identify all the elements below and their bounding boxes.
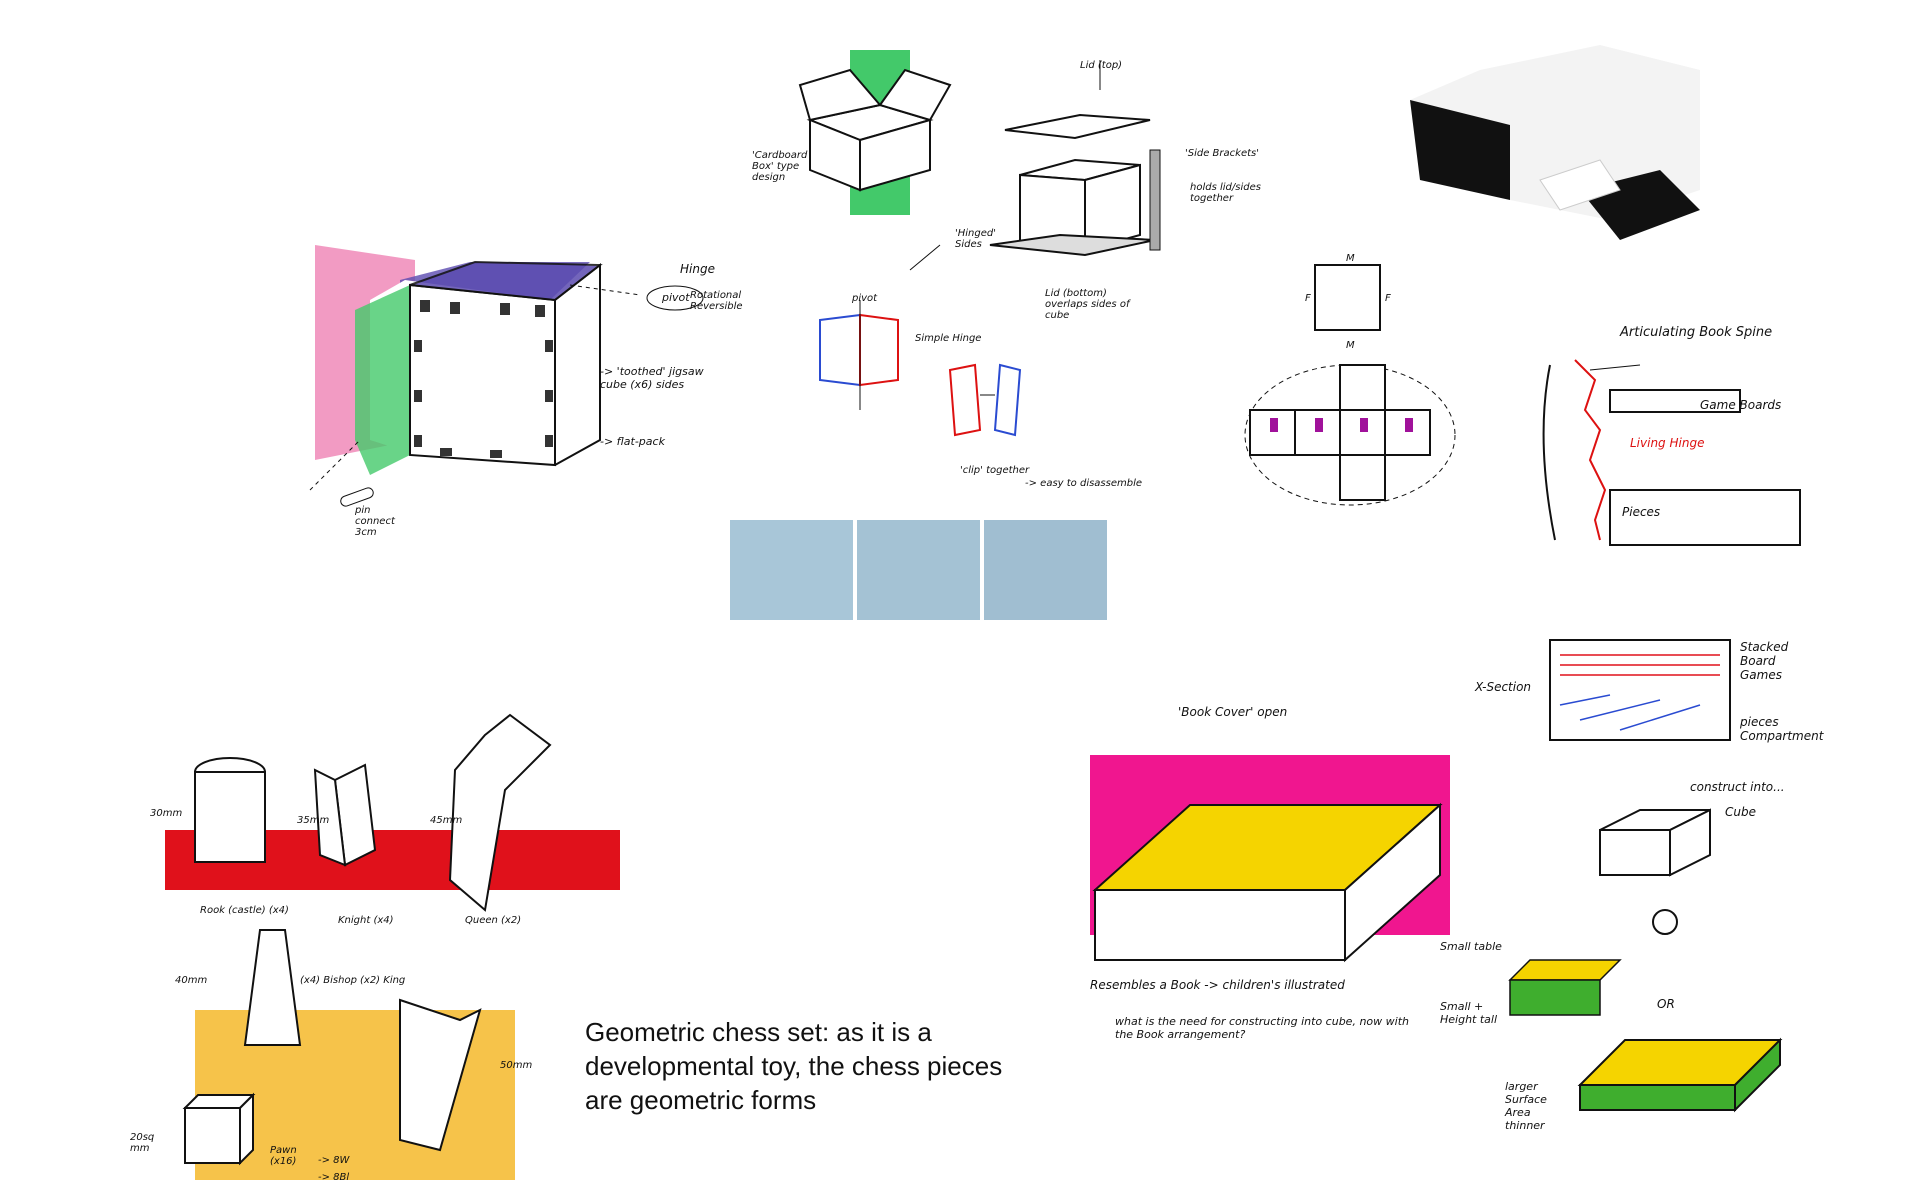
label-pawn: Pawn (x16) xyxy=(270,1145,297,1167)
label-easy-disassemble: -> easy to disassemble xyxy=(1025,478,1143,489)
label-40mm: 40mm xyxy=(175,975,208,986)
label-simple-hinge: Simple Hinge xyxy=(915,333,982,344)
chess-pieces-drawing xyxy=(165,713,620,1180)
label-stacked-board-games: Stacked Board Games xyxy=(1740,640,1789,682)
cube-net-sketch xyxy=(1240,250,1460,520)
label-net-m-bottom: M xyxy=(1346,340,1355,351)
label-50mm: 50mm xyxy=(500,1060,533,1071)
label-construct-into: construct into... xyxy=(1690,780,1785,794)
label-clip-together: 'clip' together xyxy=(960,465,1030,476)
label-bishop: (x4) Bishop xyxy=(300,975,357,986)
label-lid-top: Lid (top) xyxy=(1080,60,1123,71)
chess-pieces-sketch xyxy=(160,710,640,1190)
open-cube-photo xyxy=(1400,30,1720,260)
label-cardboard-box: 'Cardboard Box' type design xyxy=(752,150,808,183)
label-living-hinge: Living Hinge xyxy=(1630,436,1705,450)
label-pieces: Pieces xyxy=(1622,505,1661,519)
label-queen: Queen (x2) xyxy=(465,915,522,926)
label-pieces-compartment: pieces Compartment xyxy=(1740,715,1824,743)
book-concept-drawing xyxy=(1090,639,1783,1113)
label-articulating-spine: Articulating Book Spine xyxy=(1620,325,1773,340)
cube-net-drawing xyxy=(1244,264,1456,506)
book-spine-sketch xyxy=(1530,320,1810,550)
box-hinge-sketch xyxy=(730,40,1200,620)
hinge-photo-2 xyxy=(857,520,980,620)
hinge-photo-3 xyxy=(984,520,1107,620)
label-knight: Knight (x4) xyxy=(338,915,394,926)
label-king: (x2) King xyxy=(360,975,406,986)
label-resembles-book: Resembles a Book -> children's illustrat… xyxy=(1090,978,1345,992)
label-45mm: 45mm xyxy=(430,815,463,826)
label-net-m-top: M xyxy=(1346,253,1355,264)
label-side-brackets: 'Side Brackets' xyxy=(1185,148,1259,159)
label-small-table: Small table xyxy=(1440,940,1502,953)
label-game-boards: Game Boards xyxy=(1700,398,1782,412)
label-book-cover-open: 'Book Cover' open xyxy=(1178,705,1288,719)
hinge-photo-1 xyxy=(730,520,853,620)
label-net-f-left: F xyxy=(1305,293,1311,304)
label-or: OR xyxy=(1657,997,1675,1011)
jigsaw-cube-drawing xyxy=(309,245,704,507)
label-rotational: Rotational Reversible xyxy=(690,290,743,312)
label-holds-lid: holds lid/sides together xyxy=(1190,182,1261,204)
label-8bl: -> 8Bl xyxy=(318,1172,350,1183)
book-spine-drawing xyxy=(1542,359,1801,546)
open-cube-photo-drawing xyxy=(1410,45,1700,240)
jigsaw-cube-sketch xyxy=(300,240,760,540)
label-pivot-hinge: pivot xyxy=(852,293,878,304)
label-lid-bottom: Lid (bottom) overlaps sides of cube xyxy=(1045,288,1130,321)
label-hinged-sides: 'Hinged' Sides xyxy=(955,228,996,250)
label-pin-connect: pin connect 3cm xyxy=(355,505,395,538)
label-8w: -> 8W xyxy=(318,1155,350,1166)
label-30mm: 30mm xyxy=(150,808,183,819)
label-small-tall: Small + Height tall xyxy=(1440,1000,1498,1026)
label-hinge: Hinge xyxy=(680,262,715,276)
box-hinge-drawing xyxy=(798,50,1161,437)
book-concept-sketch xyxy=(1080,630,1820,1190)
label-rook: Rook (castle) (x4) xyxy=(200,905,289,916)
label-flat-pack: -> flat-pack xyxy=(600,435,665,448)
label-need-for-cube: what is the need for constructing into c… xyxy=(1115,1015,1409,1041)
label-20sq-mm: 20sq mm xyxy=(130,1132,155,1154)
label-pivot: pivot xyxy=(662,291,690,304)
label-35mm: 35mm xyxy=(297,815,330,826)
label-jigsaw-cube: -> 'toothed' jigsaw cube (x6) sides xyxy=(600,365,704,391)
label-net-f-right: F xyxy=(1385,293,1391,304)
label-cube: Cube xyxy=(1725,805,1756,819)
label-x-section: X-Section xyxy=(1475,680,1532,694)
chess-set-caption: Geometric chess set: as it is a developm… xyxy=(585,1017,1003,1115)
label-larger-surface: larger Surface Area thinner xyxy=(1505,1080,1547,1132)
